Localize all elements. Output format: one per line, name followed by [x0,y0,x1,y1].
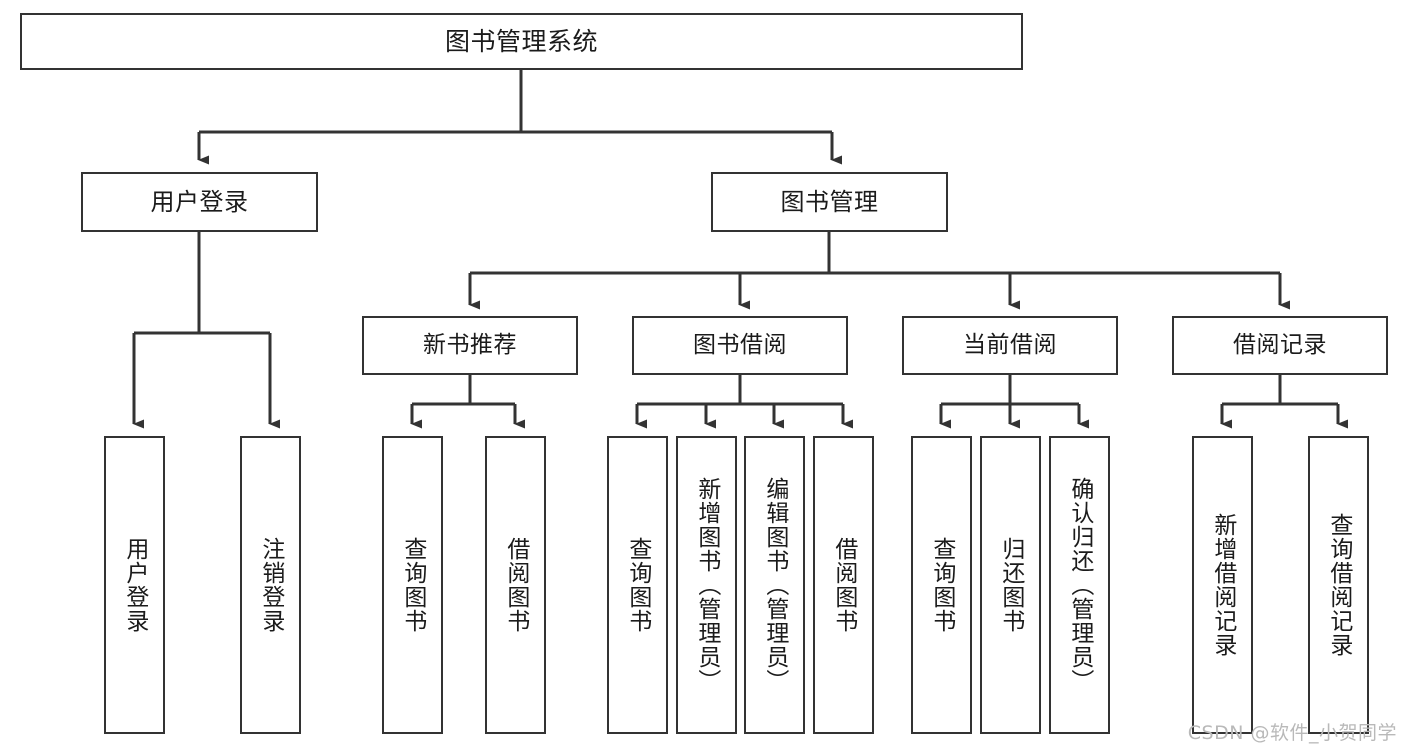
leaf-borrow-book[interactable]: 借阅图书 [813,436,874,734]
node-label: 图书管理 [780,187,879,216]
node-label: 借阅图书 [502,537,529,633]
node-label: 图书借阅 [693,331,787,358]
node-label: 当前借阅 [963,331,1057,358]
node-user-login[interactable]: 用户登录 [81,172,318,232]
leaf-return-book[interactable]: 归还图书 [980,436,1041,734]
leaf-confirm-return-admin[interactable]: 确认归还（管理员） [1049,436,1110,734]
leaf-query-book-current[interactable]: 查询图书 [911,436,972,734]
node-borrow-record[interactable]: 借阅记录 [1172,316,1388,375]
leaf-query-borrow-record[interactable]: 查询借阅记录 [1308,436,1369,734]
node-book-management[interactable]: 图书管理 [711,172,948,232]
node-current-borrow[interactable]: 当前借阅 [902,316,1118,375]
node-label: 查询图书 [624,537,651,633]
node-label: 查询借阅记录 [1325,513,1352,657]
node-label: 编辑图书（管理员） [761,477,788,693]
node-label: 新增图书（管理员） [693,477,720,693]
leaf-edit-book-admin[interactable]: 编辑图书（管理员） [744,436,805,734]
node-label: 查询图书 [399,537,426,633]
node-label: 查询图书 [928,537,955,633]
node-label: 图书管理系统 [444,26,598,56]
node-label: 借阅图书 [830,537,857,633]
leaf-add-book-admin[interactable]: 新增图书（管理员） [676,436,737,734]
leaf-add-borrow-record[interactable]: 新增借阅记录 [1192,436,1253,734]
node-label: 用户登录 [150,187,249,216]
node-label: 新增借阅记录 [1209,513,1236,657]
node-label: 用户登录 [121,537,148,633]
node-root-system[interactable]: 图书管理系统 [20,13,1023,70]
node-label: 归还图书 [997,537,1024,633]
node-new-book-recommend[interactable]: 新书推荐 [362,316,578,375]
watermark: CSDN @软件_小贺同学 [1187,722,1397,744]
leaf-query-book-recommend[interactable]: 查询图书 [382,436,443,734]
node-label: 注销登录 [257,537,284,633]
node-book-borrow[interactable]: 图书借阅 [632,316,848,375]
leaf-query-book-borrow[interactable]: 查询图书 [607,436,668,734]
node-label: 确认归还（管理员） [1066,477,1093,693]
node-label: 新书推荐 [423,331,517,358]
leaf-user-login[interactable]: 用户登录 [104,436,165,734]
leaf-logout[interactable]: 注销登录 [240,436,301,734]
node-label: 借阅记录 [1233,331,1327,358]
leaf-borrow-book-recommend[interactable]: 借阅图书 [485,436,546,734]
